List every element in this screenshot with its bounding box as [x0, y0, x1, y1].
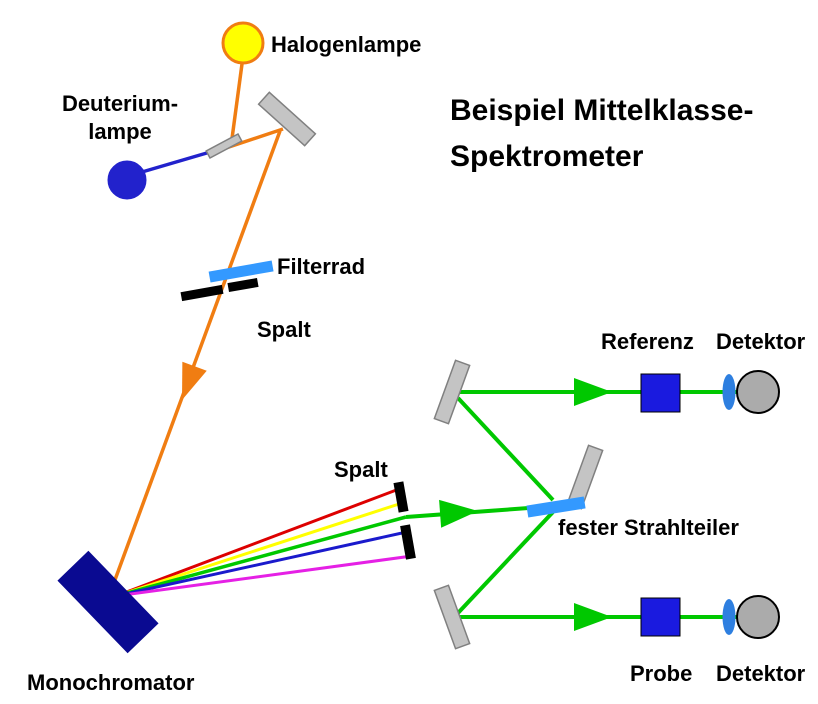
sample-detector — [736, 595, 780, 639]
dispersed-beam-red — [115, 487, 400, 598]
sample-beam-arrow-shape — [574, 603, 612, 631]
filter-wheel-label: Filterrad — [277, 254, 365, 279]
deuterium-lamp-label-line1: Deuterium- — [62, 91, 178, 116]
halogen-beam — [229, 63, 244, 147]
main-beam-arrow-icon — [439, 499, 478, 528]
monochromator — [57, 550, 159, 654]
orange-beam-arrow-icon — [182, 361, 207, 400]
monochromator-label: Monochromator — [27, 670, 195, 695]
sample-beam-arrow-icon — [574, 603, 612, 631]
reference-fold-mirror — [433, 359, 471, 425]
sample-fold-mirror — [433, 584, 471, 650]
exit-slit-bar-1 — [393, 481, 409, 513]
entrance-slit-bar-2 — [227, 277, 259, 293]
exit-slit-label: Spalt — [334, 457, 388, 482]
orange-beam-arrow-shape — [182, 361, 207, 400]
deuterium-beam — [141, 148, 218, 174]
detector-top-label: Detektor — [716, 329, 806, 354]
beamsplitter-label: fester Strahlteiler — [558, 515, 739, 540]
reference-cell-label: Referenz — [601, 329, 694, 354]
combiner-mirror — [205, 133, 243, 159]
halogen-lamp-label: Halogenlampe — [271, 32, 421, 57]
reference-beam-arrow-icon — [574, 378, 612, 406]
sample-cell-label: Probe — [630, 661, 692, 686]
beamsplitter-plate — [526, 496, 586, 518]
sample-diagonal-beam — [456, 510, 555, 615]
monochromator-beam — [110, 130, 282, 589]
sample-cell — [640, 597, 681, 637]
reference-cell — [640, 373, 681, 413]
entrance-slit-label: Spalt — [257, 317, 311, 342]
sample-lens — [722, 599, 736, 635]
detector-bottom-label: Detektor — [716, 661, 806, 686]
reference-diagonal-beam — [456, 396, 555, 502]
fold-mirror — [257, 91, 317, 147]
entrance-slit-bar-1 — [180, 284, 224, 302]
reference-lens — [722, 374, 736, 410]
halogen-lamp — [221, 21, 265, 65]
page-title-line1: Beispiel Mittelklasse- — [450, 94, 753, 127]
main-beam-arrow-shape — [439, 499, 478, 528]
exit-slit-bar-2 — [400, 524, 416, 560]
deuterium-lamp-label-line2: lampe — [88, 119, 152, 144]
dispersed-beam-magenta — [115, 554, 413, 598]
deuterium-lamp — [107, 160, 147, 200]
dispersed-beam-yellow — [115, 502, 400, 598]
dispersed-beam-green — [115, 515, 407, 598]
page-title-line2: Spektrometer — [450, 140, 644, 173]
dispersed-beam-blue — [115, 531, 403, 598]
reference-detector — [736, 370, 780, 414]
reference-beam-arrow-shape — [574, 378, 612, 406]
filter-wheel — [208, 260, 274, 283]
